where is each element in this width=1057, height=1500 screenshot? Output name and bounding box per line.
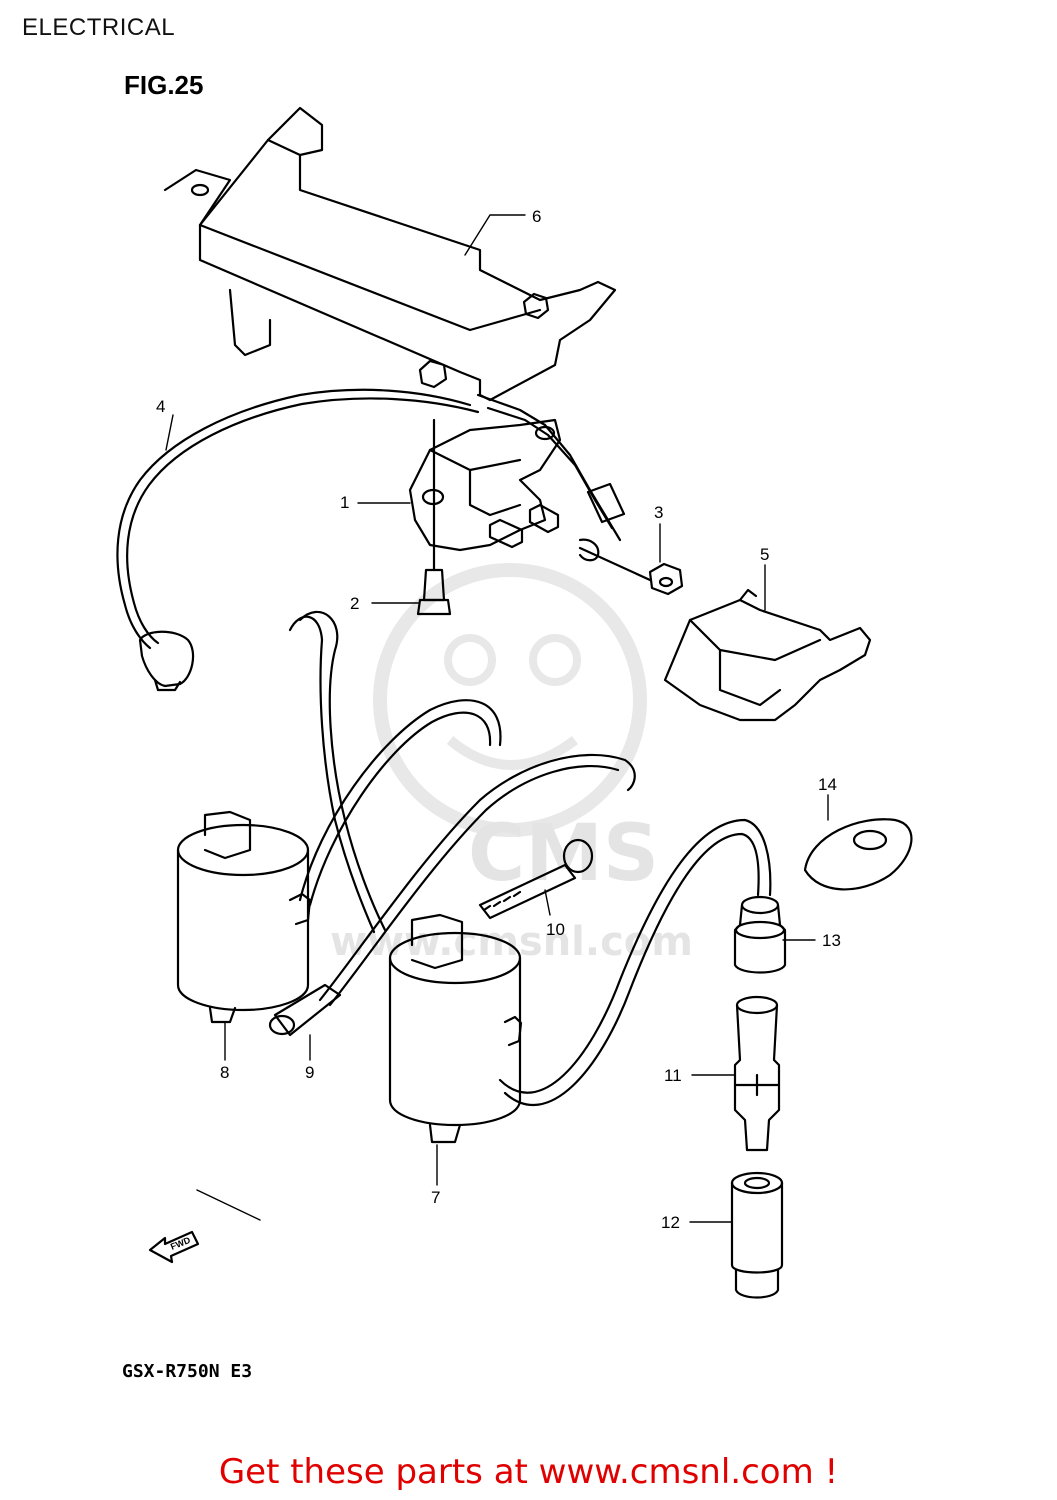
plug-cap-part <box>268 983 342 1037</box>
screw-part <box>478 838 594 920</box>
bracket-part <box>163 106 617 402</box>
high-tension-leads <box>288 610 772 1107</box>
section-title: ELECTRICAL <box>22 14 176 41</box>
suppressor-part <box>730 1171 784 1299</box>
callout-11: 11 <box>664 1066 682 1085</box>
callout-14: 14 <box>818 775 837 794</box>
model-label: GSX-R750N E3 <box>122 1361 253 1382</box>
callout-10: 10 <box>546 920 565 939</box>
callout-6: 6 <box>532 207 541 226</box>
watermark: CMS www.cmsnl.com <box>330 563 693 965</box>
callout-7: 7 <box>431 1188 440 1207</box>
spark-plug-part <box>733 995 781 1152</box>
forward-arrow-icon <box>148 1230 200 1264</box>
figure-label: FIG.25 <box>124 70 204 100</box>
nut-part <box>578 546 684 596</box>
callout-12: 12 <box>661 1213 680 1232</box>
callout-8: 8 <box>220 1063 229 1082</box>
footer-link[interactable]: Get these parts at www.cmsnl.com ! <box>218 1452 839 1492</box>
regulator-part <box>408 418 600 562</box>
ignition-coil-left-part <box>176 810 312 1024</box>
lead-wire-part <box>116 388 626 692</box>
callout-3: 3 <box>654 503 663 522</box>
callout-9: 9 <box>305 1063 314 1082</box>
plug-cap-13-part <box>733 895 787 974</box>
callout-5: 5 <box>760 545 769 564</box>
callout-13: 13 <box>822 931 841 950</box>
callout-4: 4 <box>156 397 165 416</box>
bolt-part <box>416 418 452 616</box>
leader-lines <box>165 214 829 1223</box>
callout-1: 1 <box>340 493 349 512</box>
cover-part <box>663 588 872 722</box>
callout-2: 2 <box>350 594 359 613</box>
grommet-part <box>803 818 913 891</box>
callout-numbers: 6 4 1 3 5 2 14 10 13 8 9 11 7 12 FWD <box>156 207 841 1252</box>
ignition-coil-right-part <box>388 913 523 1144</box>
watermark-url: www.cmsnl.com <box>330 919 693 965</box>
